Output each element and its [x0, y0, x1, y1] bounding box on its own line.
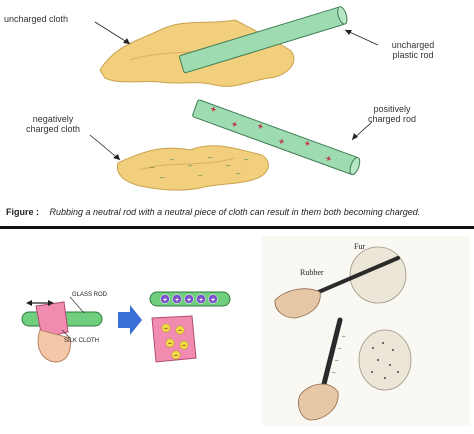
- pointer-glass-rod: [70, 297, 84, 313]
- svg-text:–: –: [168, 341, 172, 348]
- svg-text:–: –: [170, 155, 175, 164]
- hand: [38, 330, 70, 362]
- svg-text:+: +: [199, 297, 203, 304]
- svg-text:+: +: [175, 297, 179, 304]
- label-uncharged-plastic-rod: uncharged plastic rod: [378, 40, 448, 60]
- section-divider: [0, 226, 474, 229]
- negatively-charged-cloth: [117, 146, 268, 190]
- label-positively-charged-rod: positively charged rod: [352, 104, 432, 124]
- svg-text:–: –: [208, 153, 213, 162]
- figure-label: Figure :: [6, 207, 39, 217]
- svg-text:+: +: [187, 297, 191, 304]
- arrowhead-1: [123, 38, 130, 44]
- label-uncharged-cloth: uncharged cloth: [4, 14, 68, 24]
- svg-text:–: –: [226, 161, 231, 170]
- charged-glass-rod: + + + + +: [150, 292, 230, 306]
- label-rubber: Rubber: [300, 268, 324, 277]
- arrowhead-4: [352, 133, 358, 140]
- transition-arrow: [118, 305, 142, 335]
- pointer-uncharged-cloth: [95, 22, 130, 44]
- svg-text:–: –: [164, 326, 168, 333]
- svg-text:–: –: [178, 328, 182, 335]
- svg-text:–: –: [182, 343, 186, 350]
- label-glass-rod: GLASS ROD: [72, 292, 107, 298]
- caption-text: Rubbing a neutral rod with a neutral pie…: [50, 207, 421, 217]
- svg-text:+: +: [163, 297, 167, 304]
- svg-text:–: –: [244, 155, 249, 164]
- svg-text:–: –: [236, 169, 241, 178]
- svg-text:–: –: [188, 161, 193, 170]
- label-silk-cloth: SILK CLOTH: [64, 338, 99, 344]
- figure-caption: Figure : Rubbing a neutral rod with a ne…: [6, 207, 472, 217]
- rubbing-arrow-left: [26, 300, 32, 306]
- rubber-fur-illustration: – – – –: [262, 236, 470, 426]
- svg-text:–: –: [160, 173, 165, 182]
- svg-text:+: +: [211, 297, 215, 304]
- svg-text:–: –: [150, 163, 155, 172]
- fur-piece-bottom: [359, 330, 411, 390]
- label-fur: Fur: [354, 242, 365, 251]
- label-negatively-charged-cloth: negatively charged cloth: [18, 114, 88, 134]
- svg-text:–: –: [174, 353, 178, 360]
- svg-text:–: –: [198, 171, 203, 180]
- charged-silk: –– –– –: [152, 316, 196, 362]
